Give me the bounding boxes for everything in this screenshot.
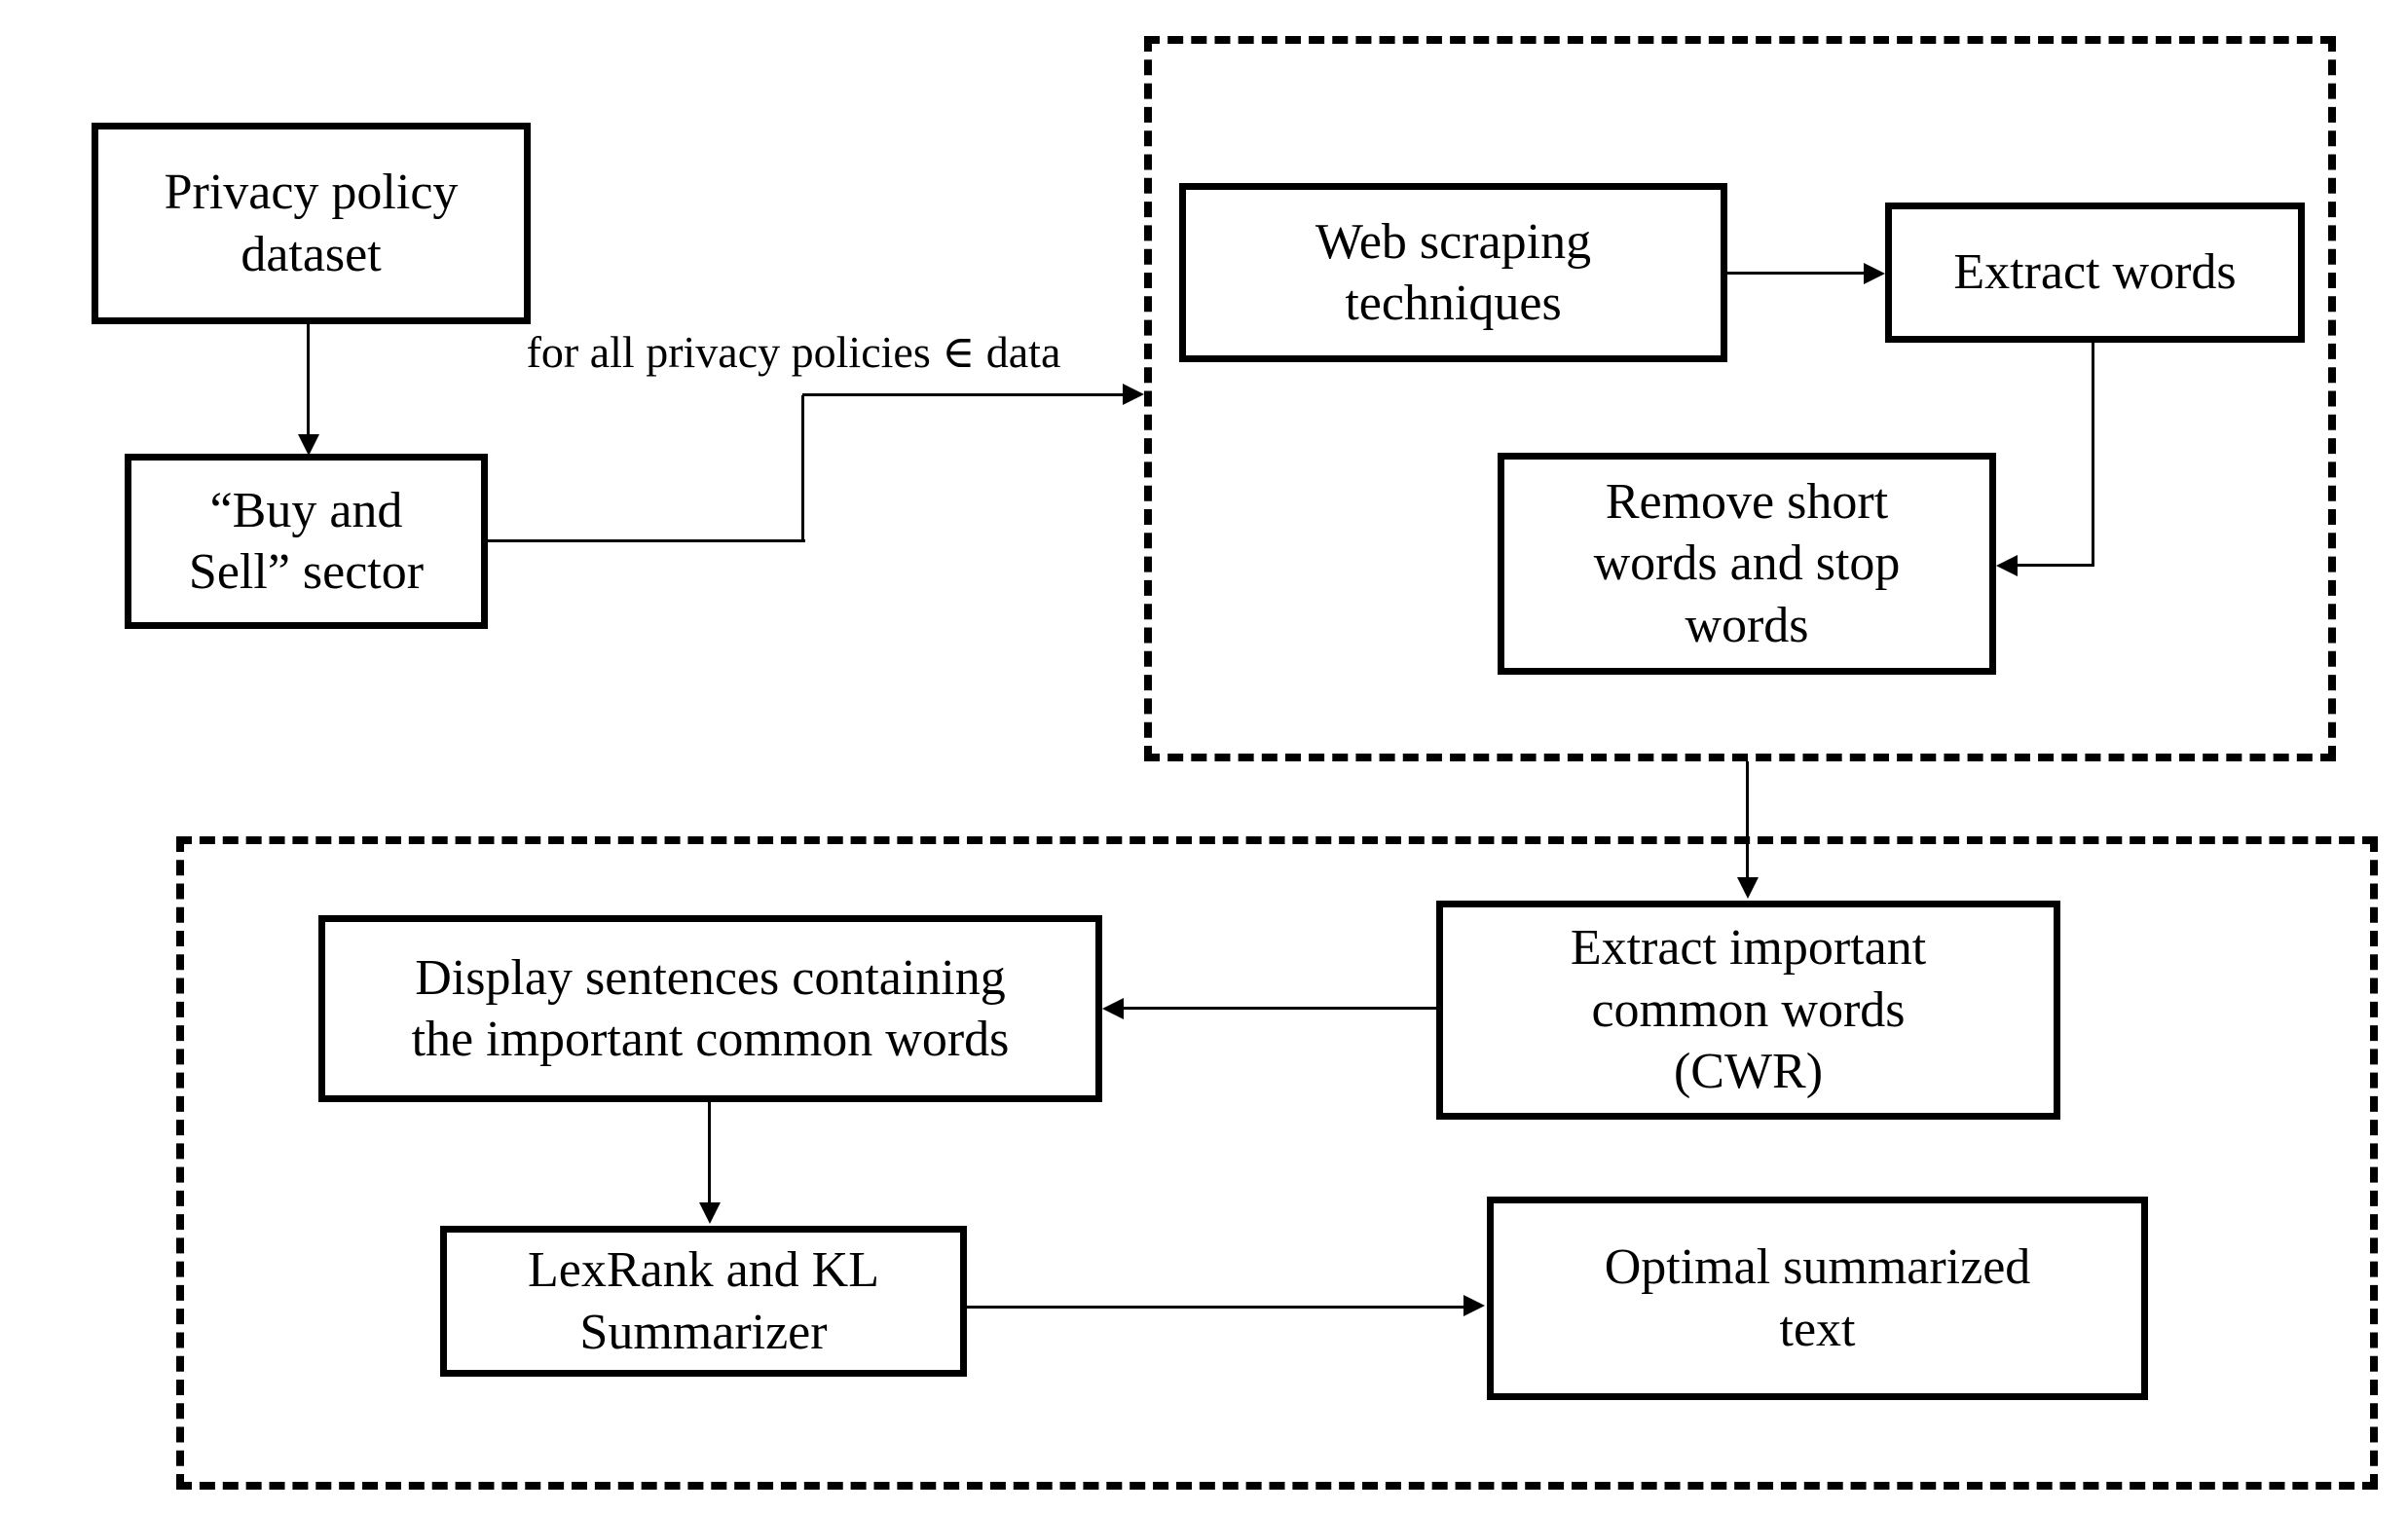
arrowhead-down-icon xyxy=(1737,877,1759,899)
summarization-stage-dashed-box xyxy=(176,836,2378,1490)
arrowhead-right-icon xyxy=(1463,1295,1485,1316)
arrowhead-left-icon xyxy=(1996,555,2018,576)
edge-line xyxy=(307,321,310,438)
node-optimal-summarized-text: Optimal summarized text xyxy=(1487,1197,2148,1400)
edge-line xyxy=(488,539,805,542)
node-extract-important-common-words-cwr: Extract important common words (CWR) xyxy=(1436,901,2060,1120)
node-label-line: Optimal summarized xyxy=(1604,1239,2031,1296)
node-label-line: common words xyxy=(1591,981,1906,1038)
node-label-line: dataset xyxy=(241,226,382,282)
node-label-line: Remove short xyxy=(1605,473,1889,530)
edge-line xyxy=(2092,343,2094,566)
arrowhead-left-icon xyxy=(1102,998,1124,1019)
arrowhead-down-icon xyxy=(298,434,319,456)
node-privacy-policy-dataset: Privacy policy dataset xyxy=(92,123,531,324)
edge-line xyxy=(1727,272,1868,275)
arrowhead-right-icon xyxy=(1123,384,1144,405)
node-display-sentences-containing-common-words: Display sentences containing the importa… xyxy=(318,915,1102,1102)
arrowhead-right-icon xyxy=(1864,263,1885,284)
node-label-line: Display sentences containing xyxy=(415,949,1006,1006)
node-extract-words: Extract words xyxy=(1885,203,2305,343)
node-label-line: LexRank and KL xyxy=(527,1242,879,1299)
edge-line xyxy=(801,395,804,542)
edge-label-for-all-privacy-policies: for all privacy policies ∈ data xyxy=(526,327,1061,377)
node-label-line: the important common words xyxy=(411,1012,1010,1067)
node-label-line: techniques xyxy=(1345,276,1562,331)
node-label-line: Extract important xyxy=(1570,920,1927,977)
node-remove-short-and-stop-words: Remove short words and stop words xyxy=(1498,453,1996,675)
node-label-line: Summarizer xyxy=(579,1304,828,1360)
edge-line xyxy=(2016,564,2094,567)
node-label-line: (CWR) xyxy=(1673,1044,1824,1100)
edge-line xyxy=(1746,761,1749,881)
node-lexrank-and-kl-summarizer: LexRank and KL Summarizer xyxy=(440,1226,967,1377)
scraping-stage-dashed-box xyxy=(1144,36,2336,761)
node-label-line: Privacy policy xyxy=(164,165,459,221)
node-label-line: “Buy and xyxy=(209,482,403,538)
edge-line xyxy=(1124,1007,1436,1010)
edge-line xyxy=(802,393,1125,396)
node-label-line: Web scraping xyxy=(1315,213,1592,270)
node-label-line: words xyxy=(1685,597,1809,653)
node-label-line: Sell” sector xyxy=(188,544,425,600)
node-label-line: Extract words xyxy=(1953,244,2237,301)
arrowhead-down-icon xyxy=(699,1202,721,1224)
edge-line xyxy=(967,1306,1465,1309)
node-label-line: words and stop xyxy=(1593,535,1901,592)
node-buy-and-sell-sector: “Buy and Sell” sector xyxy=(125,454,488,629)
node-label-line: text xyxy=(1779,1301,1856,1357)
edge-line xyxy=(708,1102,711,1206)
node-web-scraping-techniques: Web scraping techniques xyxy=(1179,183,1727,362)
